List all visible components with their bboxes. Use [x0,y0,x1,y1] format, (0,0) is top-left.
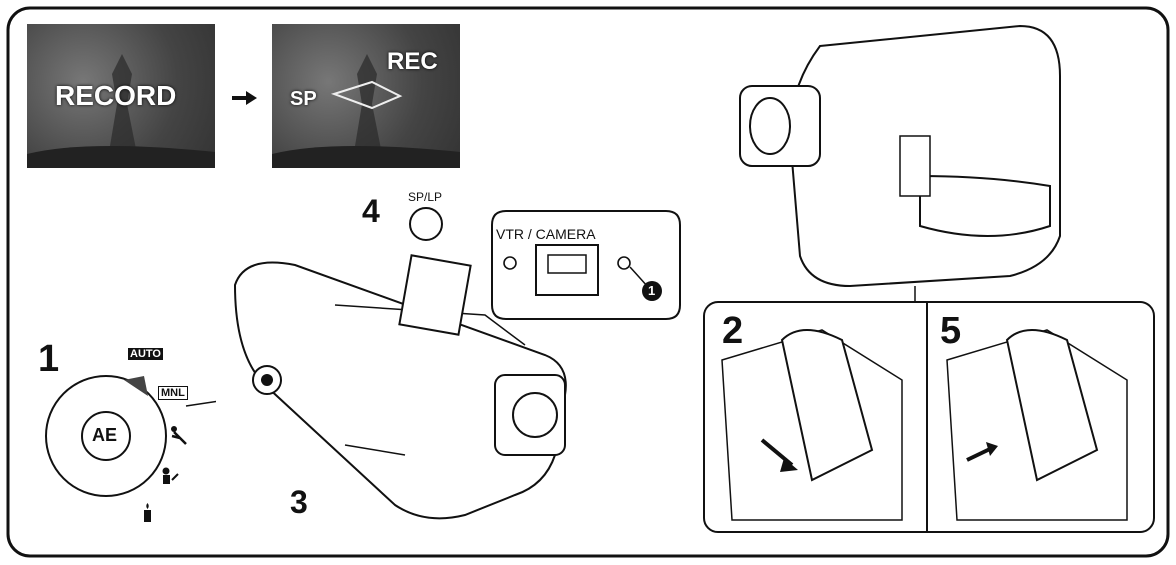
viewfinder-screen-record: RECORD [27,24,215,168]
grip-detail-panels [702,300,1158,536]
low-light-mode-icon [140,502,156,524]
step-2-number: 2 [722,312,743,350]
step-4-number: 4 [362,195,380,227]
camcorder-rear-illustration [730,16,1070,306]
step-5-number: 5 [940,312,961,350]
sp-lp-label: SP/LP [408,190,442,204]
sp-lp-button-icon [406,204,446,244]
vtr-camera-label: VTR / CAMERA [496,226,596,242]
viewfinder-screen-rec: SP REC [272,24,460,168]
screen-rec-text: REC [387,48,438,76]
portrait-mode-icon [160,466,182,488]
screen-record-text: RECORD [55,80,176,112]
camcorder-illustration [225,245,585,525]
dial-center-label: AE [92,425,117,446]
callout-marker: 1 [648,283,655,298]
screen-mode-text: SP [290,88,317,111]
dial-manual-label: MNL [158,386,188,400]
sports-mode-icon [168,424,190,446]
dial-auto-label: AUTO [128,348,163,360]
mode-dial [36,370,216,530]
arrow-right-icon [230,88,260,108]
step-3-number: 3 [290,486,308,518]
